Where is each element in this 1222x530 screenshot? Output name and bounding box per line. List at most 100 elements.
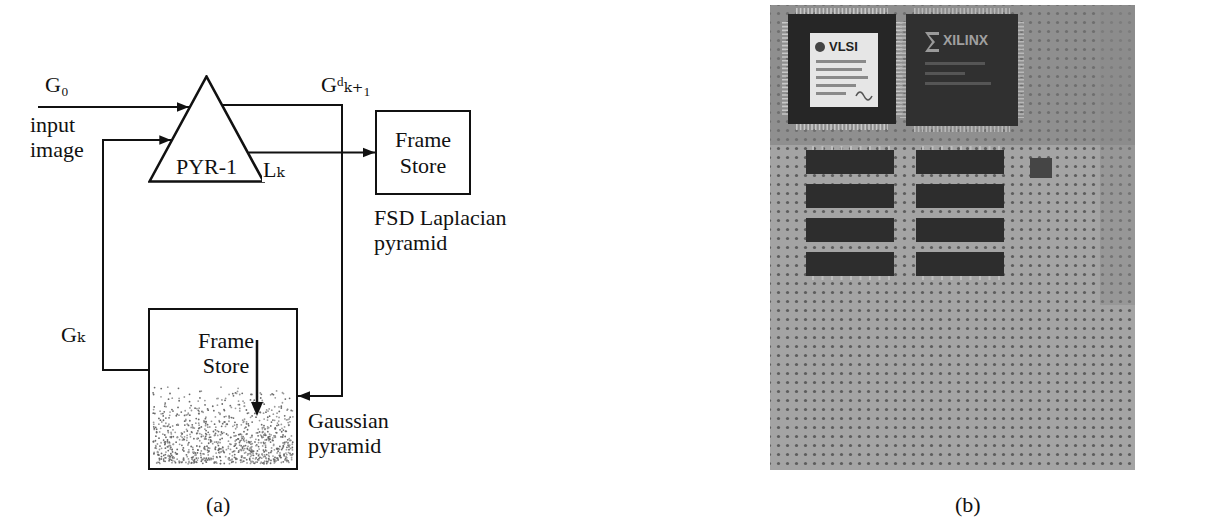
stipple-dot xyxy=(205,418,207,420)
stipple-dot xyxy=(161,456,163,458)
stipple-dot xyxy=(159,431,161,433)
stipple-dot xyxy=(207,409,209,411)
stipple-dot xyxy=(167,430,169,432)
stipple-dot xyxy=(153,406,155,408)
stipple-dot xyxy=(274,427,276,429)
stipple-dot xyxy=(219,442,221,444)
frame-store-box: Frame StoreGaussian pyramid xyxy=(148,308,298,470)
stipple-dot xyxy=(278,420,280,422)
stipple-dot xyxy=(169,442,171,444)
stipple-dot xyxy=(291,457,293,459)
stipple-dot xyxy=(155,435,157,437)
stipple-dot xyxy=(179,439,181,441)
stipple-dot xyxy=(254,413,256,415)
stipple-dot xyxy=(241,434,243,436)
stipple-dot xyxy=(189,401,191,403)
xilinx-logo xyxy=(925,32,939,52)
stipple-dot xyxy=(200,460,202,462)
stipple-dot xyxy=(258,459,260,461)
stipple-dot xyxy=(268,452,270,454)
stipple-dot xyxy=(197,409,199,411)
stipple-dot xyxy=(257,435,259,437)
stipple-dot xyxy=(242,400,244,402)
stipple-dot xyxy=(241,455,243,457)
stipple-dot xyxy=(276,448,278,450)
stipple-dot xyxy=(224,421,226,423)
hand-mark xyxy=(856,92,872,100)
stipple-dot xyxy=(262,431,264,433)
stipple-dot xyxy=(201,434,203,436)
stipple-dot xyxy=(160,442,162,444)
stipple-dot xyxy=(209,434,211,436)
stipple-dot xyxy=(263,425,265,427)
stipple-dot xyxy=(153,441,155,443)
stipple-dot xyxy=(241,449,243,451)
stipple-dot xyxy=(200,457,202,459)
stipple-dot xyxy=(262,431,264,433)
stipple-dot xyxy=(239,434,241,436)
stipple-dot xyxy=(158,417,160,419)
stipple-dot xyxy=(228,440,230,442)
stipple-dot xyxy=(206,459,208,461)
stipple-dot xyxy=(268,436,270,438)
stipple-dot xyxy=(276,447,278,449)
stipple-dot xyxy=(172,410,174,412)
stipple-dot xyxy=(292,416,294,418)
stipple-dot xyxy=(234,450,236,452)
stipple-dot xyxy=(246,462,248,464)
signal-connector xyxy=(248,152,375,154)
stipple-dot xyxy=(181,436,183,438)
stipple-dot xyxy=(236,458,238,460)
stipple-dot xyxy=(262,445,264,447)
stipple-dot xyxy=(266,463,268,465)
stipple-dot xyxy=(210,459,212,461)
stipple-dot xyxy=(264,454,266,456)
stipple-dot xyxy=(218,448,220,450)
stipple-dot xyxy=(245,445,247,447)
stipple-dot xyxy=(170,437,172,439)
stipple-dot xyxy=(205,433,207,435)
stipple-dot xyxy=(192,462,194,464)
stipple-dot xyxy=(286,446,288,448)
stipple-dot xyxy=(225,456,227,458)
stipple-dot xyxy=(238,451,240,453)
stipple-dot xyxy=(257,450,259,452)
stipple-dot xyxy=(169,457,171,459)
stipple-dot xyxy=(164,404,166,406)
stipple-dot xyxy=(220,463,222,465)
chip-pins xyxy=(914,8,1010,14)
stipple-dot xyxy=(166,446,168,448)
stipple-dot xyxy=(175,462,177,464)
stipple-dot xyxy=(260,434,262,436)
stipple-dot xyxy=(245,409,247,411)
stipple-dot xyxy=(157,451,159,453)
stipple-dot xyxy=(241,392,243,394)
stipple-dot xyxy=(214,448,216,450)
stipple-dot xyxy=(250,437,252,439)
stipple-dot xyxy=(288,424,290,426)
stipple-dot xyxy=(230,406,232,408)
stipple-dot xyxy=(259,411,261,413)
stipple-dot xyxy=(287,444,289,446)
stipple-dot xyxy=(205,461,207,463)
stipple-dot xyxy=(280,436,282,438)
stipple-dot xyxy=(207,424,209,426)
stipple-dot xyxy=(215,452,217,454)
stipple-dot xyxy=(234,454,236,456)
stipple-dot xyxy=(215,429,217,431)
stipple-dot xyxy=(259,457,261,459)
stipple-dot xyxy=(263,403,265,405)
stipple-dot xyxy=(213,462,215,464)
stipple-dot xyxy=(235,462,237,464)
stipple-dot xyxy=(181,433,183,435)
stipple-dot xyxy=(203,421,205,423)
stipple-dot xyxy=(205,421,207,423)
stipple-dot xyxy=(253,399,255,401)
stipple-dot xyxy=(269,438,271,440)
stipple-dot xyxy=(270,460,272,462)
stipple-dot xyxy=(272,419,274,421)
stipple-dot xyxy=(268,458,270,460)
stipple-dot xyxy=(288,424,290,426)
stipple-dot xyxy=(228,394,230,396)
stipple-dot xyxy=(197,432,199,434)
